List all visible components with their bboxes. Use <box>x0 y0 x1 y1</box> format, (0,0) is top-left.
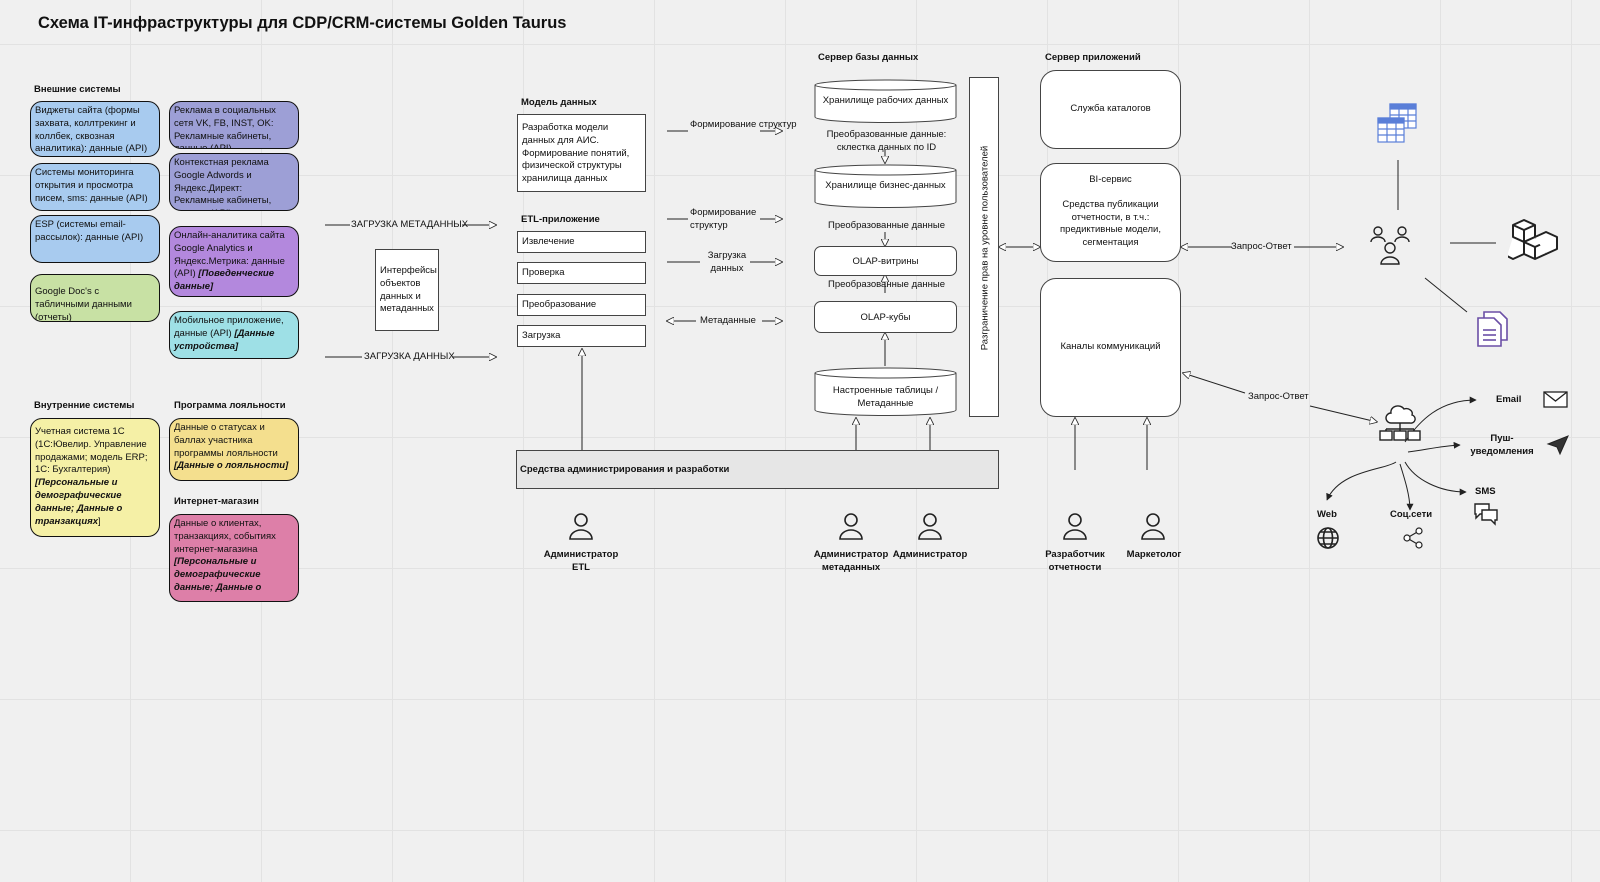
label-admin: Администратор <box>892 549 968 560</box>
bi-service-box: BI-сервис Средства публикации отчетности… <box>1040 163 1181 262</box>
etl-step-transform: Преобразование <box>517 294 646 316</box>
catalog-service-box: Служба каталогов <box>1040 70 1181 149</box>
card-google-docs: Google Doc's с табличными данными (отчет… <box>30 274 160 322</box>
label-data-load: ЗАГРУЗКА ДАННЫХ <box>364 351 455 362</box>
internal-systems-heading: Внутренние системы <box>34 400 135 411</box>
app-server-heading: Сервер приложений <box>1045 52 1141 63</box>
card-loyalty: Данные о статусах и баллах участника про… <box>169 418 299 481</box>
data-model-box: Разработка модели данных для АИС. Формир… <box>517 114 646 192</box>
etl-step-validate: Проверка <box>517 262 646 284</box>
access-control-bar: Разграничение прав на уровне пользовател… <box>969 77 999 417</box>
card-1c: Учетная система 1С (1С:Ювелир. Управлени… <box>30 418 160 537</box>
label-transformed-3: Преобразованные данные <box>827 279 945 290</box>
etl-step-extract: Извлечение <box>517 231 646 253</box>
label-request-response-2: Запрос-Ответ <box>1248 391 1309 402</box>
label-transformed-id: Преобразованные данные: склестка данных … <box>826 129 947 153</box>
cubes-icon <box>1508 219 1558 260</box>
cylinder-work-data: Хранилище рабочих данных <box>814 79 957 124</box>
channels-box: Каналы коммуникаций <box>1040 278 1181 417</box>
label-request-response-1: Запрос-Ответ <box>1231 241 1292 252</box>
etl-heading: ETL-приложение <box>521 214 600 225</box>
label-form-structures-1: Формирование структур <box>690 119 797 130</box>
label-admin-metadata: Администратор метаданных <box>813 549 889 573</box>
etl-step-load: Загрузка <box>517 325 646 347</box>
label-admin-etl: Администратор ETL <box>543 549 619 573</box>
globe-icon <box>1317 527 1339 549</box>
chat-icon <box>1474 503 1498 526</box>
card-shop: Данные о клиентах, транзакциях, событиях… <box>169 514 299 602</box>
label-web: Web <box>1317 509 1337 520</box>
share-icon <box>1403 527 1423 549</box>
card-email-monitoring: Системы мониторинга открытия и просмотра… <box>30 163 160 211</box>
interfaces-box: Интерфейсы объектов данных и метаданных <box>375 249 439 331</box>
label-email: Email <box>1496 394 1522 405</box>
label-marketer: Маркетолог <box>1126 549 1182 560</box>
admin-tools-bar: Средства администрирования и разработки <box>516 450 999 489</box>
label-social: Соц.сети <box>1390 509 1433 520</box>
spreadsheet-icon <box>1377 103 1417 143</box>
label-meta-load: ЗАГРУЗКА МЕТАДАННЫХ <box>351 219 469 230</box>
label-data-loading: Загрузка данных <box>707 250 747 274</box>
paper-plane-icon <box>1546 435 1569 456</box>
user-icon <box>918 513 942 540</box>
card-esp: ESP (системы email-рассылок): данные (AP… <box>30 215 160 263</box>
data-model-heading: Модель данных <box>521 97 597 108</box>
users-group-icon <box>1370 226 1410 265</box>
user-icon <box>569 513 593 540</box>
cylinder-tables-metadata: Настроенные таблицы / Метаданные <box>814 367 957 417</box>
label-transformed-2: Преобразованные данные <box>827 220 945 231</box>
card-social-ads: Реклама в социальных сетя VK, FB, INST, … <box>169 101 299 149</box>
olap-marts-box: OLAP-витрины <box>814 246 957 276</box>
external-systems-heading: Внешние системы <box>34 84 121 95</box>
card-web-analytics: Онлайн-аналитика сайта Google Analytics … <box>169 226 299 297</box>
label-sms: SMS <box>1475 486 1496 497</box>
user-icon <box>839 513 863 540</box>
cylinder-business-data: Хранилище бизнес-данных <box>814 164 957 209</box>
label-report-developer: Разработчик отчетности <box>1045 549 1105 573</box>
label-metadata: Метаданные <box>700 315 756 326</box>
user-icon <box>1063 513 1087 540</box>
label-form-structures-2: Формирование структур <box>690 207 757 231</box>
shop-heading: Интернет-магазин <box>174 496 259 507</box>
olap-cubes-box: OLAP-кубы <box>814 301 957 333</box>
user-icon <box>1141 513 1165 540</box>
loyalty-heading: Программа лояльности <box>174 400 286 411</box>
label-push: Пуш-уведомления <box>1470 433 1534 457</box>
documents-icon <box>1477 311 1508 347</box>
page-title: Схема IT-инфраструктуры для CDP/CRM-сист… <box>38 14 567 32</box>
mail-icon <box>1543 391 1568 408</box>
network-hub-icon <box>1379 405 1421 441</box>
card-site-widgets: Виджеты сайта (формы захвата, коллтрекин… <box>30 101 160 157</box>
db-server-heading: Сервер базы данных <box>818 52 919 63</box>
card-mobile-app: Мобильное приложение, данные (API) [Данн… <box>169 311 299 359</box>
card-context-ads: Контекстная реклама Google Adwords и Янд… <box>169 153 299 211</box>
